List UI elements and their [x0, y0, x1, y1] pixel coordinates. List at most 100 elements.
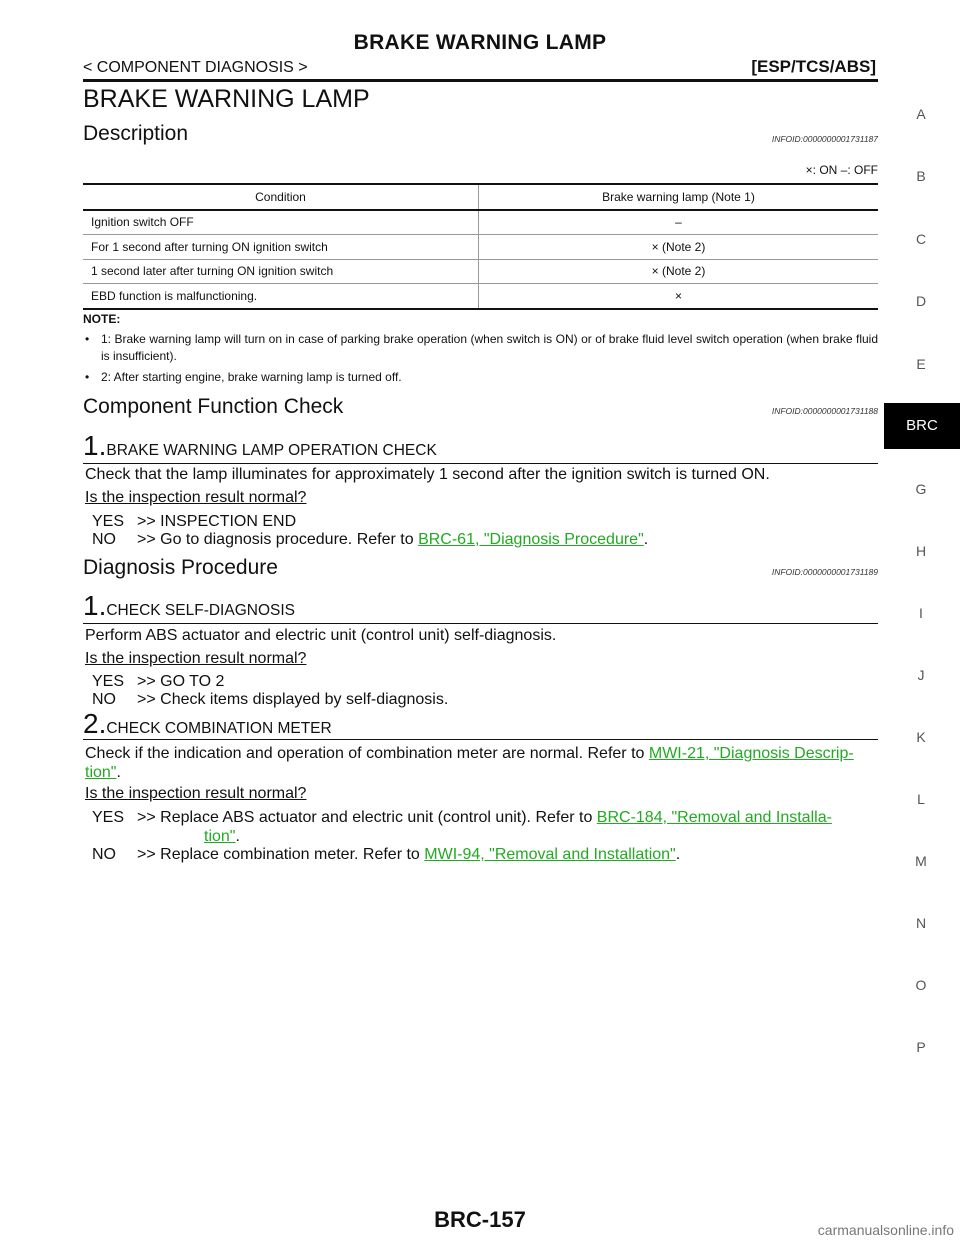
table-header-row: Condition Brake warning lamp (Note 1): [83, 183, 878, 211]
watermark: carmanualsonline.info: [817, 1222, 954, 1238]
step-title: CHECK COMBINATION METER: [106, 720, 332, 737]
step-heading: 2.CHECK COMBINATION METER: [83, 708, 332, 740]
yes-text: >> GO TO 2: [137, 673, 225, 690]
inspection-question: Is the inspection result normal?: [85, 489, 307, 506]
brake-warning-lamp-table: Condition Brake warning lamp (Note 1) Ig…: [83, 183, 878, 310]
condition-cell: EBD function is malfunctioning.: [83, 283, 479, 310]
side-tab-brc-active[interactable]: BRC: [884, 403, 960, 449]
answer-no: NO >> Check items displayed by self-diagn…: [92, 691, 878, 709]
reference-link[interactable]: MWI-21, "Diagnosis Descrip-: [648, 745, 854, 762]
no-suffix: .: [675, 846, 681, 863]
bullet-icon: •: [85, 370, 90, 384]
table-row: For 1 second after turning ON ignition s…: [83, 234, 878, 260]
header-divider: [83, 79, 878, 82]
yes-text: >> Replace ABS actuator and electric uni…: [137, 809, 597, 826]
column-header-condition: Condition: [83, 183, 479, 211]
lamp-cell: × (Note 2): [478, 234, 878, 260]
table-row: EBD function is malfunctioning. ×: [83, 283, 878, 310]
answer-no: NO >> Replace combination meter. Refer to…: [92, 846, 878, 864]
step-instruction: Check that the lamp illuminates for appr…: [85, 466, 770, 483]
yes-key: YES: [92, 809, 125, 826]
step-title: BRAKE WARNING LAMP OPERATION CHECK: [106, 442, 437, 459]
step-heading: 1.CHECK SELF-DIAGNOSIS: [83, 590, 295, 622]
step-number: 1.: [83, 430, 107, 461]
reference-link-cont[interactable]: tion": [204, 828, 236, 845]
side-tab-a[interactable]: A: [916, 106, 926, 122]
lamp-cell: × (Note 2): [478, 259, 878, 284]
yes-suffix: .: [235, 828, 240, 845]
no-key: NO: [92, 531, 116, 548]
no-key: NO: [92, 691, 116, 708]
no-text: >> Go to diagnosis procedure. Refer to: [137, 531, 419, 548]
component-check-infoid: INFOID:0000000001731188: [771, 406, 878, 416]
no-text: >> Check items displayed by self-diagnos…: [137, 691, 449, 708]
system-label: [ESP/TCS/ABS]: [751, 57, 876, 76]
side-tab-h[interactable]: H: [915, 543, 927, 559]
side-tab-c[interactable]: C: [915, 231, 927, 247]
side-tab-k[interactable]: K: [916, 729, 926, 745]
diagnosis-infoid: INFOID:0000000001731189: [771, 567, 878, 577]
side-tab-i[interactable]: I: [919, 605, 923, 621]
side-tab-g[interactable]: G: [915, 481, 927, 497]
step-instruction: Check if the indication and operation of…: [85, 744, 878, 782]
bullet-icon: •: [85, 332, 90, 346]
note-item: • 1: Brake warning lamp will turn on in …: [85, 331, 878, 365]
side-tab-e[interactable]: E: [916, 356, 926, 372]
inspection-question: Is the inspection result normal?: [85, 785, 307, 802]
answer-yes: YES >> GO TO 2: [92, 673, 878, 691]
condition-cell: 1 second later after turning ON ignition…: [83, 259, 479, 284]
table-row: 1 second later after turning ON ignition…: [83, 259, 878, 284]
step-title: CHECK SELF-DIAGNOSIS: [106, 602, 295, 619]
page-number: BRC-157: [434, 1207, 526, 1232]
step-divider: [83, 739, 878, 740]
inspection-question: Is the inspection result normal?: [85, 650, 307, 667]
note-text: 1: Brake warning lamp will turn on in ca…: [101, 332, 878, 363]
side-tab-p[interactable]: P: [916, 1039, 926, 1055]
condition-cell: For 1 second after turning ON ignition s…: [83, 234, 479, 260]
condition-cell: Ignition switch OFF: [83, 209, 479, 235]
step-divider: [83, 623, 878, 624]
page-title: BRAKE WARNING LAMP: [83, 85, 370, 113]
instruction-suffix: .: [116, 764, 121, 781]
side-tab-m[interactable]: M: [915, 853, 927, 869]
table-row: Ignition switch OFF –: [83, 209, 878, 235]
diagnosis-heading: Diagnosis Procedure: [83, 556, 278, 579]
no-key: NO: [92, 846, 116, 863]
side-tab-o[interactable]: O: [915, 977, 927, 993]
instruction-text: Check if the indication and operation of…: [85, 745, 649, 762]
table-legend: ×: ON –: OFF: [805, 163, 878, 177]
side-tab-n[interactable]: N: [915, 915, 927, 931]
answer-yes: YES >> INSPECTION END: [92, 513, 878, 531]
reference-link[interactable]: MWI-94, "Removal and Installation": [424, 846, 676, 863]
answer-no: NO >> Go to diagnosis procedure. Refer to…: [92, 531, 878, 549]
no-suffix: .: [643, 531, 649, 548]
step-instruction: Perform ABS actuator and electric unit (…: [85, 627, 557, 644]
yes-key: YES: [92, 673, 125, 690]
side-tab-j[interactable]: J: [917, 667, 925, 683]
section-breadcrumb: < COMPONENT DIAGNOSIS >: [83, 59, 308, 76]
side-tab-b[interactable]: B: [916, 168, 926, 184]
step-heading: 1.BRAKE WARNING LAMP OPERATION CHECK: [83, 430, 437, 462]
lamp-cell: –: [478, 209, 878, 235]
yes-key: YES: [92, 513, 125, 530]
note-text: 2: After starting engine, brake warning …: [101, 370, 402, 384]
column-header-lamp: Brake warning lamp (Note 1): [478, 183, 878, 211]
yes-text: >> INSPECTION END: [137, 513, 297, 530]
running-header-title: BRAKE WARNING LAMP: [353, 31, 607, 54]
side-tab-d[interactable]: D: [915, 293, 927, 309]
component-check-heading: Component Function Check: [83, 395, 344, 418]
reference-link[interactable]: BRC-184, "Removal and Installa-: [596, 809, 832, 826]
note-heading: NOTE:: [83, 312, 121, 326]
description-heading: Description: [83, 122, 189, 145]
answer-yes: YES >> Replace ABS actuator and electric …: [92, 808, 878, 846]
note-item: • 2: After starting engine, brake warnin…: [85, 369, 878, 386]
no-text: >> Replace combination meter. Refer to: [137, 846, 425, 863]
lamp-cell: ×: [478, 283, 878, 310]
step-number: 1.: [83, 590, 107, 621]
reference-link[interactable]: BRC-61, "Diagnosis Procedure": [418, 531, 644, 548]
step-divider: [83, 463, 878, 464]
step-number: 2.: [83, 708, 107, 739]
reference-link-cont[interactable]: tion": [85, 764, 117, 781]
side-tab-l[interactable]: L: [917, 791, 925, 807]
description-infoid: INFOID:0000000001731187: [771, 134, 878, 144]
